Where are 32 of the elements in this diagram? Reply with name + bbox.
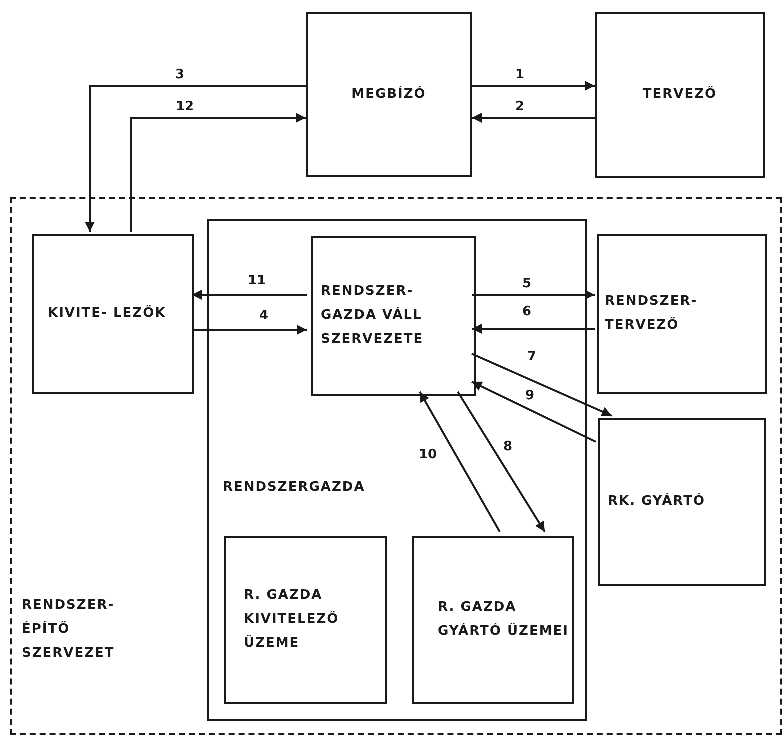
- group-label: RENDSZERGAZDA: [223, 479, 366, 497]
- block-label: RENDSZER- GAZDA VÁLL SZERVEZETE: [321, 283, 425, 349]
- block-label: KIVITE- LEZŐK: [48, 304, 168, 323]
- arrow: [192, 325, 307, 335]
- block-label: R. GAZDA GYÁRTÓ ÜZEMEI: [438, 599, 570, 641]
- block-box: [595, 12, 765, 178]
- block-label: RK. GYÁRTÓ: [608, 492, 707, 511]
- group-label: RENDSZER- ÉPÍTŐ SZERVEZET: [22, 597, 116, 663]
- block-label: MEGBÍZÓ: [352, 85, 426, 104]
- arrow: [419, 392, 501, 532]
- arrow: [472, 290, 595, 300]
- block-label: TERVEZŐ: [642, 85, 718, 104]
- arrow: [130, 113, 306, 232]
- arrow: [472, 113, 595, 123]
- arrow: [472, 324, 595, 334]
- group-boundary: [10, 197, 782, 735]
- group-box: [207, 219, 587, 721]
- block-label: R. GAZDA KIVITELEZŐ ÜZEME: [244, 587, 340, 653]
- arrow: [472, 381, 596, 443]
- arrow: [192, 290, 307, 300]
- arrow: [472, 81, 595, 91]
- block-box: [32, 234, 194, 394]
- block-label: RENDSZER- TERVEZŐ: [605, 293, 699, 335]
- arrow: [85, 85, 306, 232]
- block-box: [306, 12, 472, 177]
- block-box: [412, 536, 574, 704]
- arrow: [472, 353, 612, 417]
- block-box: [598, 418, 766, 586]
- arrow: [457, 391, 546, 533]
- block-box: [311, 236, 476, 396]
- block-box: [224, 536, 387, 704]
- block-box: [597, 234, 767, 394]
